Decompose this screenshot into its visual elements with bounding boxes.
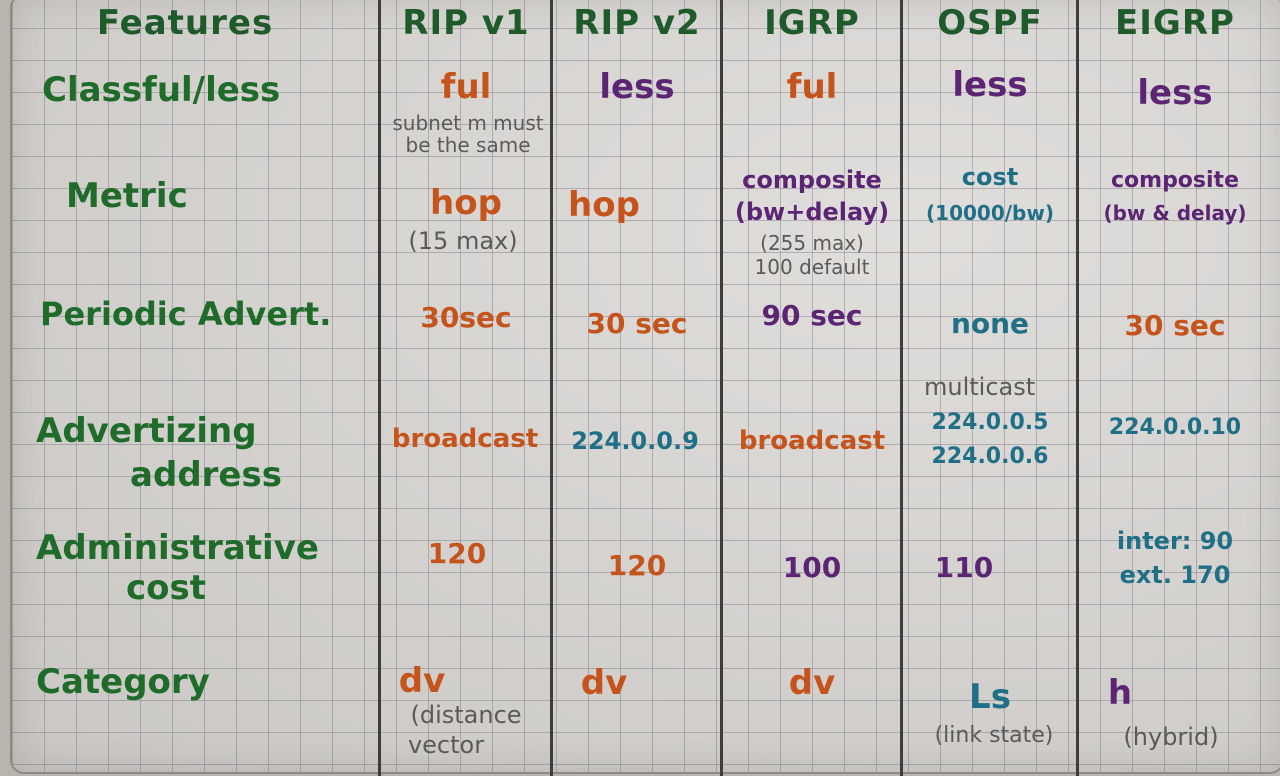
cell-metric-eigrp-line2: (bw & delay) [1103,200,1247,225]
column-divider [1076,0,1079,776]
cell-address-eigrp: 224.0.0.10 [1108,415,1242,441]
cell-periodic-eigrp: 30 sec [1124,309,1226,343]
cell-metric-rip-v2: hop [568,185,640,226]
row-label-admin-line1: Administrative [36,528,319,569]
cell-address-ospf-note: multicast [924,373,1036,401]
cell-address-rip-v2: 224.0.0.9 [571,427,699,456]
cell-periodic-rip-v1: 30sec [420,301,512,335]
cell-periodic-igrp: 90 sec [761,299,863,333]
cell-admin-eigrp-line2: ext. 170 [1119,561,1231,590]
cell-category-ospf: Ls [969,677,1011,718]
row-label-address-line2: address [130,455,282,496]
cell-metric-rip-v1-note: (15 max) [408,227,518,255]
column-divider [378,0,381,776]
cell-category-eigrp-note: (hybrid) [1123,723,1219,751]
cell-metric-ospf-line1: cost [961,163,1019,192]
cell-periodic-ospf: none [950,307,1030,341]
header-rip-v1: RIP v1 [402,3,530,44]
cell-admin-rip-v1: 120 [427,537,487,571]
cell-metric-rip-v1: hop [430,183,502,224]
row-label-periodic: Periodic Advert. [40,295,332,334]
column-divider [720,0,723,776]
cell-category-rip-v1: dv [398,661,446,702]
cell-classful-ospf: less [952,65,1028,106]
column-divider [550,0,553,776]
cell-metric-eigrp-line1: composite [1110,168,1239,194]
cell-classful-igrp: ful [786,67,838,108]
row-label-classful: Classful/less [42,70,281,111]
cell-metric-igrp-line2: (bw+delay) [734,198,890,227]
cell-metric-igrp-note2: 100 default [754,255,870,279]
cell-admin-igrp: 100 [782,551,842,585]
cell-address-ospf-line2: 224.0.0.6 [931,444,1049,470]
cell-address-ospf-line1: 224.0.0.5 [931,410,1049,436]
cell-admin-rip-v2: 120 [607,549,667,583]
column-divider [900,0,903,776]
row-label-admin-line2: cost [125,568,206,609]
notebook-page [10,0,1280,774]
header-rip-v2: RIP v2 [573,3,701,44]
cell-category-ospf-note: (link state) [934,723,1054,748]
cell-classful-rip-v1-note: subnet m must be the same [392,111,544,157]
header-eigrp: EIGRP [1115,3,1235,44]
cell-metric-ospf-line2: (10000/bw) [926,200,1054,225]
cell-metric-igrp-line1: composite [742,166,882,195]
cell-admin-ospf: 110 [934,551,994,585]
row-label-category: Category [36,662,210,703]
cell-admin-eigrp-line1: inter: 90 [1116,527,1234,556]
cell-classful-eigrp: less [1137,73,1213,114]
header-features: Features [96,3,274,44]
cell-classful-rip-v2: less [599,67,675,108]
cell-address-igrp: broadcast [738,426,886,457]
cell-periodic-rip-v2: 30 sec [586,307,688,341]
cell-category-igrp: dv [788,663,836,704]
row-label-metric: Metric [66,176,188,217]
cell-category-rip-v1-note1: (distance [410,701,522,729]
cell-category-rip-v2: dv [580,663,628,704]
cell-classful-rip-v1: ful [440,67,492,108]
header-igrp: IGRP [764,3,860,44]
cell-category-rip-v1-note2: vector [407,731,485,759]
cell-address-rip-v1: broadcast [391,424,539,455]
cell-metric-igrp-note1: (255 max) [760,231,864,255]
row-label-address-line1: Advertizing [36,411,257,452]
cell-category-eigrp: h [1107,673,1133,714]
header-ospf: OSPF [937,3,1043,44]
